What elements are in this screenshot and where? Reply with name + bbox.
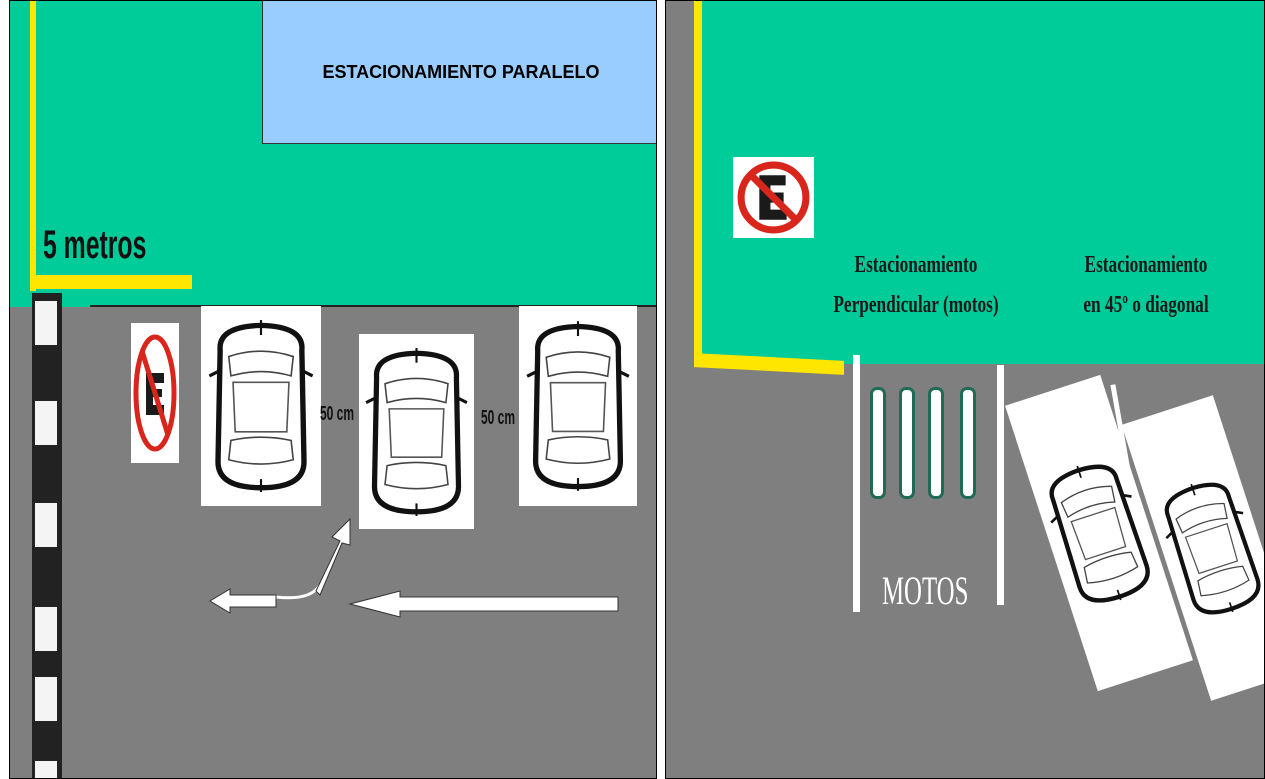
crosswalk-stripe: [35, 677, 57, 721]
motos-label: MOTOS: [882, 568, 969, 613]
parallel-parking-diagram: ESTACIONAMIENTO PARALELO 5 metros 50 cm …: [9, 0, 657, 779]
diagonal-label-line: en 45º o diagonal: [1083, 292, 1209, 318]
curb-line-vertical: [694, 1, 702, 361]
gap-label: 50 cm: [320, 403, 355, 425]
curb-line-vertical: [30, 1, 36, 291]
crosswalk-stripe: [35, 607, 57, 651]
distance-label: 5 metros: [43, 223, 147, 267]
motorcycle-slot: [960, 387, 976, 499]
no-parking-sign-icon: [733, 157, 814, 238]
crosswalk-stripe: [35, 761, 57, 778]
diagonal-label-line: Estacionamiento: [1084, 252, 1208, 278]
perpendicular-label-line: Perpendicular (motos): [833, 292, 999, 318]
crosswalk-stripe: [35, 401, 57, 445]
gap-label: 50 cm: [481, 407, 516, 429]
motorcycle-slot: [870, 387, 886, 499]
perpendicular-label: Estacionamiento Perpendicular (motos): [830, 245, 1003, 325]
no-parking-sign-icon: [131, 323, 179, 463]
direction-arrow-icon: [209, 517, 619, 618]
crosswalk-stripe: [35, 503, 57, 547]
car-top-view-icon: [519, 306, 637, 506]
crosswalk-stripe: [35, 301, 57, 345]
car-top-view-icon: [359, 334, 474, 529]
motorcycle-bay-boundary: [853, 355, 860, 612]
motorcycle-slot: [899, 387, 915, 499]
motorcycle-bay-boundary: [997, 365, 1004, 605]
perpendicular-diagonal-parking-diagram: Estacionamiento Perpendicular (motos) Es…: [665, 0, 1265, 779]
page-title: ESTACIONAMIENTO PARALELO: [322, 61, 600, 82]
title-box: ESTACIONAMIENTO PARALELO: [262, 1, 656, 144]
car-top-view-icon: [201, 306, 321, 506]
motorcycle-slot: [928, 387, 944, 499]
curb-line-5m: [30, 275, 192, 289]
perpendicular-label-line: Estacionamiento: [854, 252, 978, 278]
diagonal-label: Estacionamiento en 45º o diagonal: [1060, 245, 1233, 325]
curb-edge: [90, 305, 656, 307]
